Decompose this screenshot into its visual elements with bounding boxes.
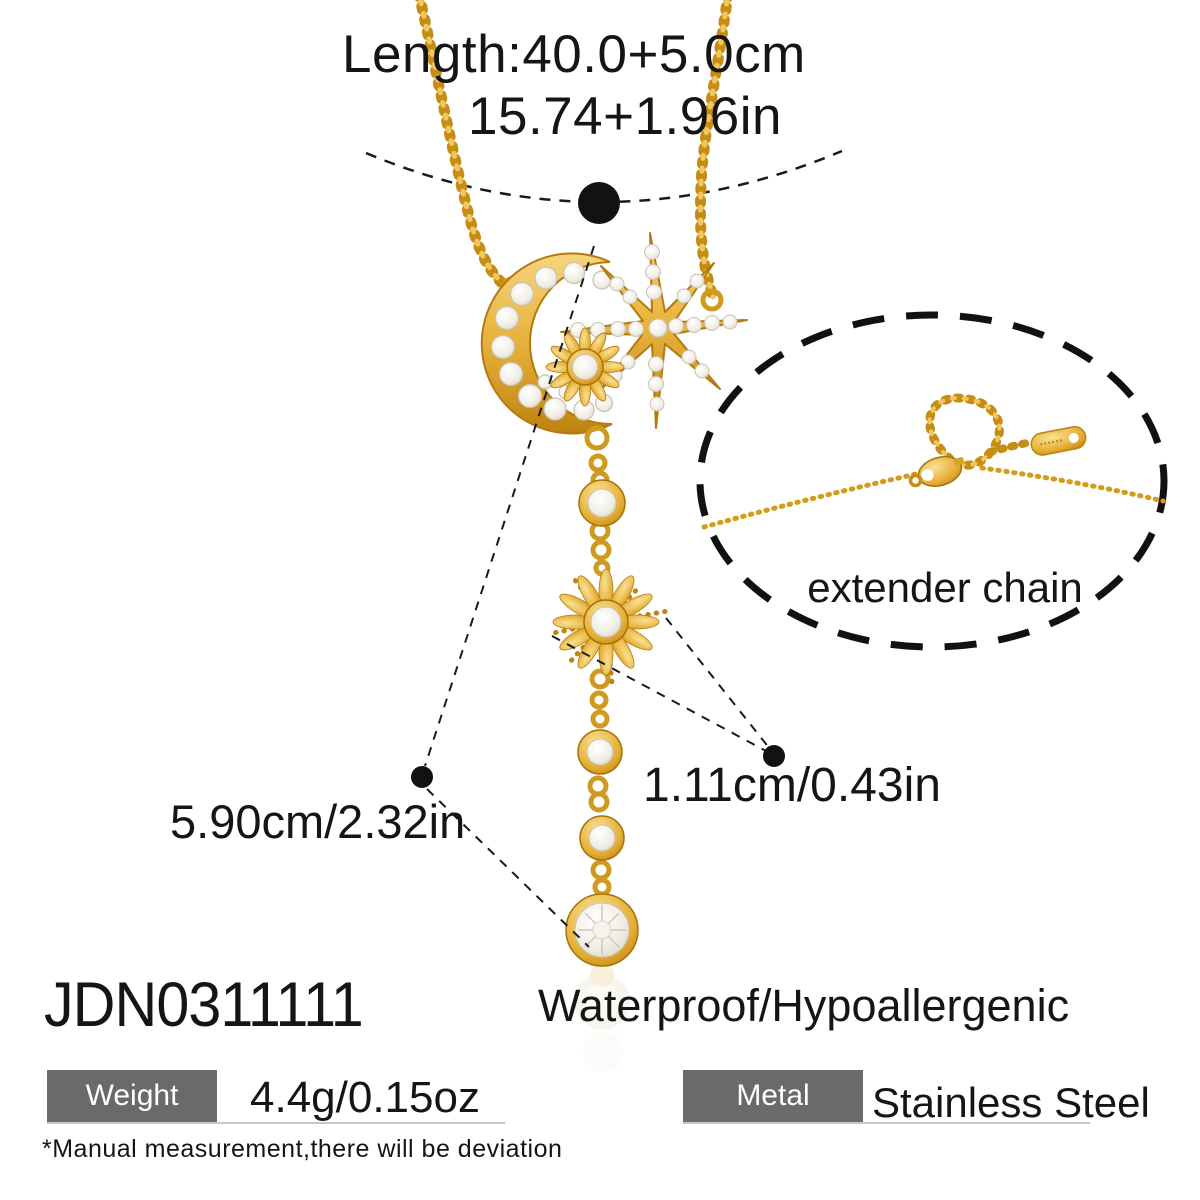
drop-length-dot (411, 766, 433, 788)
chain-link-ring (700, 288, 724, 312)
weight-label-box: Weight (47, 1070, 217, 1122)
sun-charm (545, 327, 625, 407)
extender-ellipse (696, 311, 1168, 651)
metal-label-box: Metal (683, 1070, 863, 1122)
charm-size-annotation: 1.11cm/0.43in (643, 759, 941, 812)
brand-tag (1030, 426, 1087, 456)
bezel-crystal (579, 815, 625, 861)
product-claim: Waterproof/Hypoallergenic (538, 980, 1070, 1031)
bezel-crystal (577, 729, 623, 775)
weight-underline (47, 1122, 505, 1124)
reflection (574, 963, 630, 1072)
metal-underline (683, 1122, 1090, 1124)
necklace-chain-right (694, 0, 733, 303)
bottom-crystal (565, 893, 639, 967)
measurement-disclaimer: *Manual measurement,there will be deviat… (42, 1135, 563, 1163)
sunburst-charm (546, 568, 671, 686)
length-annotation-cm: Length:40.0+5.0cm (342, 25, 806, 84)
measurement-leader-lines (424, 245, 771, 948)
metal-value: Stainless Steel (872, 1079, 1150, 1126)
metal-label: Metal (736, 1079, 810, 1112)
weight-value: 4.4g/0.15oz (250, 1073, 480, 1122)
bezel-crystal (578, 479, 626, 527)
weight-label: Weight (85, 1079, 179, 1112)
lobster-clasp (908, 455, 965, 488)
charm-size-dot (763, 745, 785, 767)
extender-chain-label: extender chain (807, 564, 1083, 611)
moon-pendant (480, 252, 614, 435)
moon-crystals (490, 261, 614, 421)
necklace-chain-left (414, 0, 515, 296)
length-annotation-in: 15.74+1.96in (468, 87, 782, 146)
length-marker-dot (578, 182, 620, 224)
drop-length-annotation: 5.90cm/2.32in (170, 795, 466, 848)
product-sku: JDN0311111 (44, 970, 364, 1040)
extender-chain-inset (696, 311, 1168, 651)
